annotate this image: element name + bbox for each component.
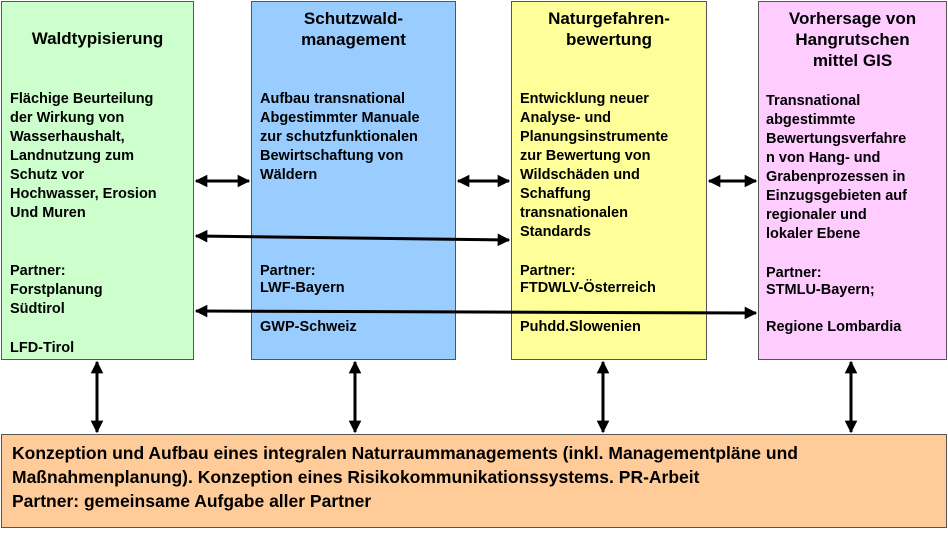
waldtypisierung-title: Waldtypisierung <box>31 29 164 48</box>
hangrutschen-partner-label: Partner: <box>766 265 822 281</box>
box-naturgefahren: Naturgefahren- bewertung Entwicklung neu… <box>511 1 707 360</box>
hangrutschen-description: Transnational abgestimmte Bewertungsverf… <box>766 93 907 242</box>
integral-management-text: Konzeption und Aufbau eines integralen N… <box>12 443 798 511</box>
box-hangrutschen: Vorhersage von Hangrutschen mittel GIS T… <box>758 1 947 360</box>
box-integral-management: Konzeption und Aufbau eines integralen N… <box>1 434 947 528</box>
naturgefahren-title: Naturgefahren- bewertung <box>548 9 670 49</box>
schutzwald-partner-label: Partner: <box>260 263 316 279</box>
waldtypisierung-partner-2: LFD-Tirol <box>10 340 75 356</box>
schutzwald-description: Aufbau transnational Abgestimmter Manual… <box>260 91 420 183</box>
naturgefahren-partner-label: Partner: <box>520 263 576 279</box>
hangrutschen-partner-2: Regione Lombardia <box>766 319 902 335</box>
box-waldtypisierung: Waldtypisierung Flächige Beurteilung der… <box>1 1 194 360</box>
naturgefahren-partner-2: Puhdd.Slowenien <box>520 319 641 335</box>
naturgefahren-description: Entwicklung neuer Analyse- und Planungsi… <box>520 91 669 240</box>
hangrutschen-title: Vorhersage von Hangrutschen mittel GIS <box>788 9 917 70</box>
schutzwald-partner-1: LWF-Bayern <box>260 280 345 296</box>
waldtypisierung-description: Flächige Beurteilung der Wirkung von Was… <box>10 91 157 221</box>
waldtypisierung-partner-label: Partner: <box>10 263 66 279</box>
naturgefahren-partner-1: FTDWLV-Österreich <box>520 280 656 296</box>
schutzwald-partner-2: GWP-Schweiz <box>260 319 357 335</box>
box-schutzwald: Schutzwald- management Aufbau transnatio… <box>251 1 456 360</box>
schutzwald-title: Schutzwald- management <box>301 9 406 49</box>
waldtypisierung-partner-1: Forstplanung Südtirol <box>10 282 103 317</box>
hangrutschen-partner-1: STMLU-Bayern; <box>766 282 875 298</box>
